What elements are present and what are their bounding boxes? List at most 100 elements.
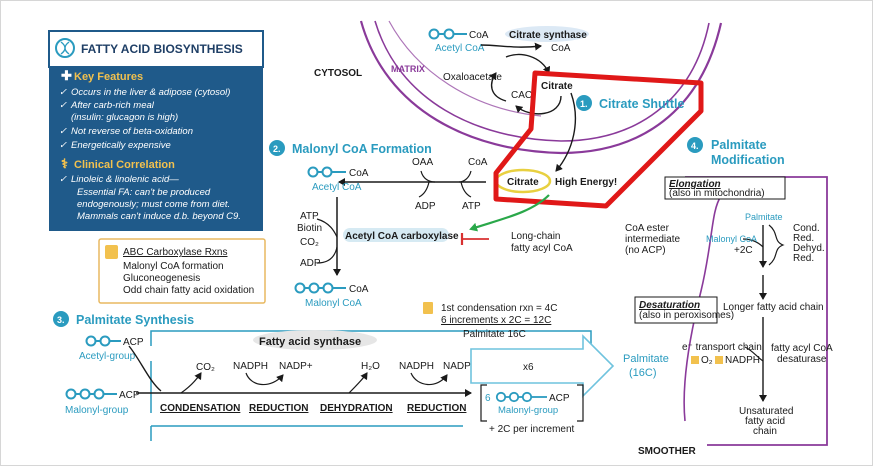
coa-label: CoA xyxy=(468,157,488,168)
acetyl-group-icon xyxy=(307,166,319,178)
desaturase-label: desaturase xyxy=(777,354,827,365)
clinical-title: Clinical Correlation xyxy=(74,159,175,171)
step-reduction: REDUCTION xyxy=(249,403,308,414)
acp-label: ACP xyxy=(549,393,570,404)
unsaturated-label: fatty acid xyxy=(745,416,785,427)
cofactor-label: Biotin xyxy=(297,223,322,234)
cofactor-label: CO₂ xyxy=(300,237,319,248)
fatty-acid-synthase-label: Fatty acid synthase xyxy=(259,336,361,348)
malonyl-group-icon xyxy=(79,388,91,400)
transport-chain-label: e⁻ transport chain xyxy=(682,342,762,353)
palmitate-product-label: (16C) xyxy=(629,367,657,379)
clinical-item: Linoleic & linolenic acid— xyxy=(71,174,179,185)
abc-box-item: Odd chain fatty acid oxidation xyxy=(123,285,254,296)
inner-membrane xyxy=(374,20,710,142)
palmitate-note: Palmitate 16C xyxy=(463,329,526,340)
calculator-icon xyxy=(423,302,433,314)
longer-chain-label: Longer fatty acid chain xyxy=(723,302,824,313)
section-palmitate-synthesis: 3. Palmitate Synthesis ACP Acetyl-group … xyxy=(53,302,669,441)
h2o-label: H₂O xyxy=(361,361,380,372)
inhibitor-label: Long-chain xyxy=(511,231,560,242)
arrow xyxy=(480,42,542,51)
malonyl-group-icon xyxy=(508,391,520,403)
red-annotation-outline xyxy=(493,70,704,209)
desaturation-note: (also in peroxisomes) xyxy=(639,310,734,321)
acetyl-group-icon xyxy=(443,28,455,40)
enzyme-highlight xyxy=(253,330,377,350)
inhibitor-label: fatty acyl CoA xyxy=(511,243,573,254)
palmitate-product-label: Palmitate xyxy=(623,353,669,365)
acetyl-group-icon xyxy=(428,28,440,40)
brace xyxy=(768,224,785,266)
section-number: 2. xyxy=(273,144,281,154)
malonyl-group-label: Malonyl-group xyxy=(498,405,558,416)
plus-2c-label: +2C xyxy=(734,245,753,256)
o2-label: O₂ xyxy=(701,355,713,366)
clinical-item: endogenously; must come from diet. xyxy=(77,199,230,210)
arrow xyxy=(460,181,472,198)
sidebar-title-bar xyxy=(48,30,264,68)
repeat-count-label: 6 xyxy=(485,393,491,404)
key-features-title: Key Features xyxy=(74,71,143,83)
o2-marker xyxy=(691,356,699,364)
elongation-label: Elongation xyxy=(669,179,721,190)
malonyl-group-icon xyxy=(308,282,320,294)
elongation-step: Dehyd. xyxy=(793,243,825,254)
malonyl-coa-label: Malonyl CoA xyxy=(706,234,757,244)
sidebar-panel: FATTY ACID BIOSYNTHESIS ✚ Key Features ✓… xyxy=(48,30,264,231)
key-feature-item: Occurs in the liver & adipose (cytosol) xyxy=(71,87,230,98)
section-title: Malonyl CoA Formation xyxy=(292,142,432,156)
elongation-step: Red. xyxy=(793,233,814,244)
clinical-item: Mammals can't induce d.b. beyond C9. xyxy=(77,211,241,222)
nadp-label: NADP+ xyxy=(443,361,477,372)
malonyl-group-icon xyxy=(495,391,507,403)
desaturation-box xyxy=(634,296,718,324)
check-icon: ✓ xyxy=(59,87,67,98)
check-icon: ✓ xyxy=(59,100,67,111)
section-malonyl-coa-formation: 2. Malonyl CoA Formation OAA CoA ADP ATP… xyxy=(269,140,573,309)
cofactor-label: ATP xyxy=(300,211,319,222)
activation-arrow xyxy=(469,194,550,232)
key-feature-item: After carb-rich meal xyxy=(70,100,155,111)
elongation-step: Red. xyxy=(793,253,814,264)
cac-label: CAC xyxy=(511,90,532,101)
coa-ester-label: intermediate xyxy=(625,234,680,245)
co2-label: CO₂ xyxy=(196,362,215,373)
acetyl-group-icon xyxy=(321,166,333,178)
arrow xyxy=(742,238,764,248)
coa-label: CoA xyxy=(551,43,571,54)
coa-label: CoA xyxy=(349,168,369,179)
section-title: Citrate Shuttle xyxy=(599,97,684,111)
enzyme-complex-outline xyxy=(150,425,463,441)
acetyl-group-icon xyxy=(99,335,111,347)
oaa-label: OAA xyxy=(412,157,433,168)
abc-box-frame xyxy=(98,238,266,304)
enzyme-highlight xyxy=(505,26,589,42)
malonyl-group-icon xyxy=(521,391,533,403)
acp-label: ACP xyxy=(123,337,144,348)
acp-label: ACP xyxy=(119,390,140,401)
enzyme-complex-outline xyxy=(150,330,592,351)
section-number: 4. xyxy=(691,141,699,151)
arrow xyxy=(410,372,448,386)
sidebar-title: FATTY ACID BIOSYNTHESIS xyxy=(81,42,243,56)
adp-label: ADP xyxy=(415,201,436,212)
citrate-transport-arrow xyxy=(555,92,577,172)
acetyl-coa-carboxylase-label: Acetyl CoA carboxylase xyxy=(345,231,459,242)
check-icon: ✓ xyxy=(59,174,67,185)
coa-ester-label: (no ACP) xyxy=(625,245,666,256)
malonyl-group-icon xyxy=(65,388,77,400)
abc-carboxylase-box: ABC Carboxylase Rxns Malonyl CoA formati… xyxy=(98,238,266,304)
outer-membrane xyxy=(359,20,723,155)
malonyl-group-icon xyxy=(294,282,306,294)
section-number-badge xyxy=(687,137,703,153)
abc-box-item: Malonyl CoA formation xyxy=(123,261,224,272)
section-title: Palmitate Synthesis xyxy=(76,313,194,327)
arrow xyxy=(316,218,338,264)
arrow xyxy=(418,181,430,198)
citrate-matrix-label: Citrate xyxy=(541,81,573,92)
abc-box-item: Gluconeogenesis xyxy=(123,273,200,284)
increment-note: 6 increments x 2C = 12C xyxy=(441,315,551,326)
nadph-label: NADPH xyxy=(399,361,434,372)
